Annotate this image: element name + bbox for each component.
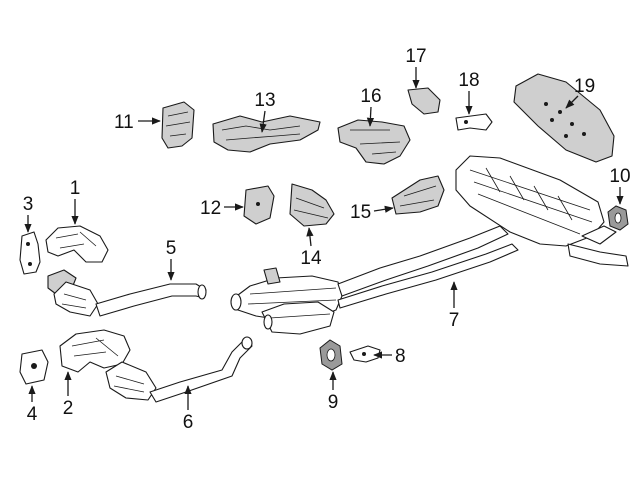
part-6-front-pipe[interactable] xyxy=(105,336,253,403)
callout-12: 12 xyxy=(200,198,244,219)
callout-12-label: 12 xyxy=(200,198,221,219)
part-9-hanger[interactable] xyxy=(319,339,343,371)
callout-15-arrow xyxy=(373,205,394,213)
callout-3: 3 xyxy=(23,194,34,233)
callout-11-label: 11 xyxy=(114,112,134,133)
part-11-heat-shield[interactable] xyxy=(161,101,195,149)
callout-15: 15 xyxy=(350,202,394,223)
callout-18: 18 xyxy=(458,70,480,115)
callout-8-label: 8 xyxy=(395,346,406,367)
callout-3-label: 3 xyxy=(23,194,34,215)
callout-4-label: 4 xyxy=(27,404,38,425)
callout-16: 16 xyxy=(360,86,382,127)
part-10-hanger[interactable] xyxy=(607,205,629,231)
part-15-heat-shield[interactable] xyxy=(391,175,445,215)
callout-9-label: 9 xyxy=(328,392,339,413)
callout-11: 11 xyxy=(114,112,161,133)
callout-19-arrow xyxy=(565,95,579,109)
callout-7-label: 7 xyxy=(449,310,460,331)
callout-6: 6 xyxy=(183,385,194,433)
callout-5: 5 xyxy=(166,238,177,281)
callout-16-label: 16 xyxy=(360,86,381,107)
callout-2-label: 2 xyxy=(63,398,74,419)
part-13-heat-shield[interactable] xyxy=(212,115,321,153)
part-8-bracket[interactable] xyxy=(349,345,381,363)
callout-17-label: 17 xyxy=(405,46,426,67)
callout-1-label: 1 xyxy=(70,178,81,199)
callout-6-label: 6 xyxy=(183,412,194,433)
part-17-bracket[interactable] xyxy=(407,87,441,115)
callout-13-label: 13 xyxy=(254,90,275,111)
callout-19: 19 xyxy=(565,76,595,109)
callout-4: 4 xyxy=(27,385,38,425)
callout-18-label: 18 xyxy=(458,70,479,91)
part-16-heat-shield[interactable] xyxy=(337,119,411,165)
callout-16-arrow xyxy=(366,106,375,127)
callout-10: 10 xyxy=(609,166,631,205)
callout-14-arrow xyxy=(306,227,314,247)
callout-1: 1 xyxy=(70,178,81,225)
part-1-catalytic-converter[interactable] xyxy=(45,225,109,295)
part-14-heat-shield[interactable] xyxy=(289,183,335,227)
callout-8: 8 xyxy=(373,346,406,367)
callout-9: 9 xyxy=(328,371,339,413)
part-18-bracket[interactable] xyxy=(455,113,493,131)
part-3-gasket[interactable] xyxy=(19,231,41,275)
part-7-exhaust-assembly[interactable] xyxy=(230,155,629,335)
part-4-gasket[interactable] xyxy=(19,349,49,385)
callout-13-arrow xyxy=(259,110,267,133)
callout-15-label: 15 xyxy=(350,202,371,223)
callout-10-label: 10 xyxy=(609,166,630,187)
callout-2: 2 xyxy=(63,371,74,419)
callout-19-label: 19 xyxy=(574,76,595,97)
part-12-bracket[interactable] xyxy=(243,185,275,225)
callout-17: 17 xyxy=(405,46,427,89)
callout-14-label: 14 xyxy=(300,248,322,269)
callout-14: 14 xyxy=(300,227,322,269)
callout-5-label: 5 xyxy=(166,238,177,259)
callout-13: 13 xyxy=(254,90,276,133)
part-19-heat-shield[interactable] xyxy=(513,73,615,163)
part-5-front-pipe[interactable] xyxy=(53,281,207,317)
callout-7: 7 xyxy=(449,281,460,331)
